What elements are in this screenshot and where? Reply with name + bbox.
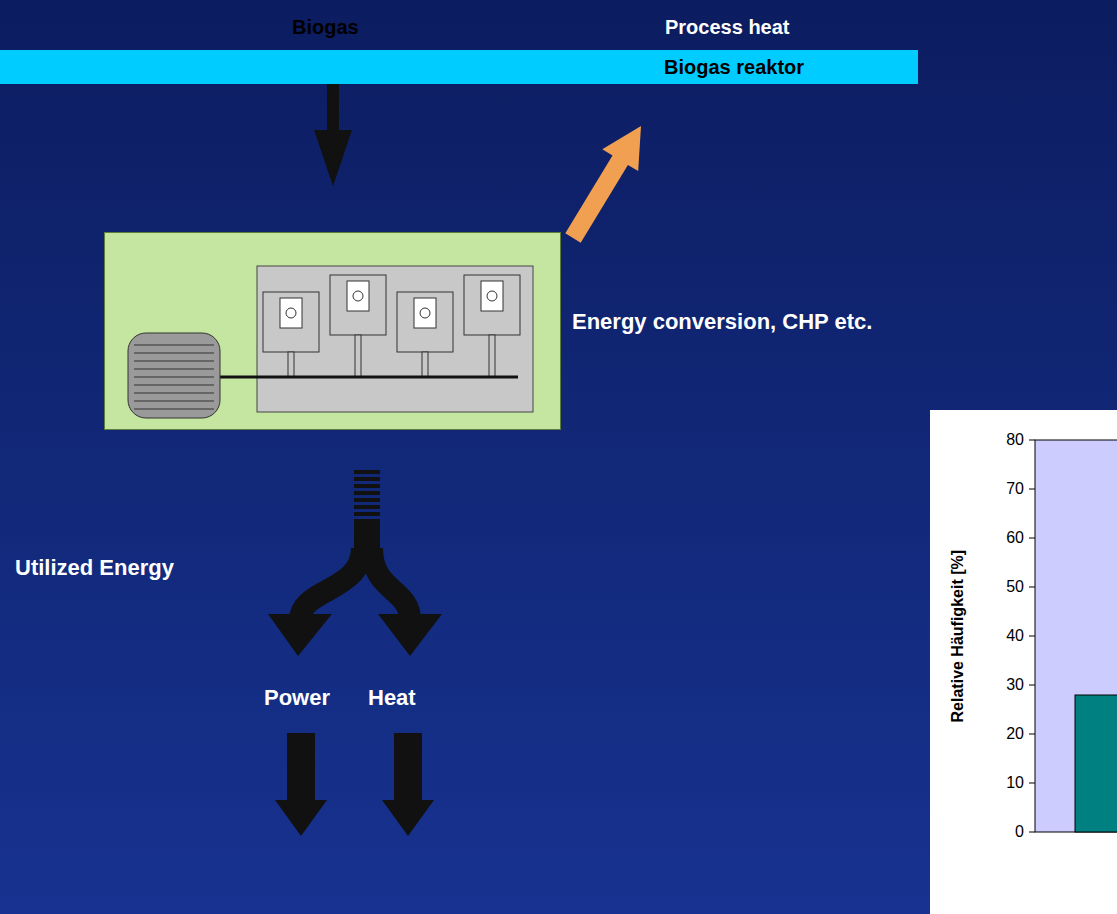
generator [128,333,220,418]
axis-tick-label: 20 [1006,725,1024,743]
energy-pipe [354,470,380,551]
power-label: Power [264,685,330,710]
axis-tick-label: 80 [1006,431,1024,449]
chp-unit: Energy conversion, CHP etc. [104,232,561,430]
fork-heat [372,548,410,620]
cylinders [263,275,520,377]
reactor-label: Biogas reaktor [664,56,804,79]
fork-heat-head [378,614,442,656]
heat-output-label: Heat [368,685,416,710]
axis-tick-label: 40 [1006,627,1024,645]
heat-arrow [382,733,434,836]
arrow-head [565,126,641,243]
engine-block [257,266,533,412]
fork-power-head [268,614,332,656]
gas-label: Biogas [292,16,359,39]
axis-tick-label: 50 [1006,578,1024,596]
process-heat-arrow [565,126,641,243]
generator-windings [134,345,214,409]
axis-title: Relative Häufigkeit [%] [949,550,967,722]
plot-area [1035,440,1117,832]
utilized-label: Utilized Energy [15,555,174,580]
axis-tick-label: 70 [1006,480,1024,498]
axis-tick-label: 30 [1006,676,1024,694]
chp-heading: Energy conversion, CHP etc. [572,309,872,334]
axis-tick-label: 0 [1015,823,1024,841]
heat-band: Biogas reaktor [0,50,918,84]
gas-feed-arrow [314,84,352,186]
fork-power [300,548,362,620]
power-arrow [275,733,327,836]
heat-label: Process heat [665,16,790,39]
histogram-bar [1075,695,1117,832]
axis-ticks [1029,440,1035,832]
axis-tick-label: 60 [1006,529,1024,547]
arrow-head [314,84,352,186]
axis-tick-label: 10 [1006,774,1024,792]
chp-ground [104,232,561,430]
